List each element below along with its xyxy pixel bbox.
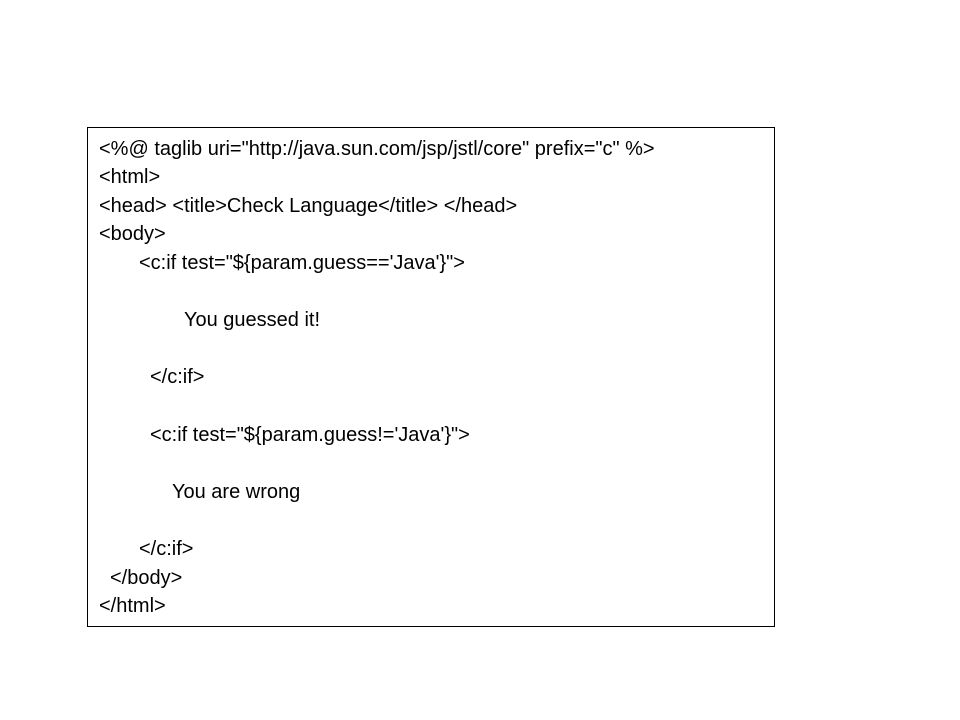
code-line-guessed-text: You guessed it! (184, 309, 321, 331)
code-line-head: <head> <title>Check Language</title> </h… (99, 195, 518, 217)
code-line-wrong-text: You are wrong (172, 481, 301, 503)
code-listing-box: <%@ taglib uri="http://java.sun.com/jsp/… (87, 127, 775, 627)
code-line-taglib-directive: <%@ taglib uri="http://java.sun.com/jsp/… (99, 138, 655, 160)
code-line-if-close: </c:if> (150, 366, 205, 388)
code-line-if-equal-open: <c:if test="${param.guess=='Java'}"> (139, 252, 465, 274)
code-line-body-close: </body> (110, 567, 183, 589)
code-line-if-notequal-open: <c:if test="${param.guess!='Java'}"> (150, 424, 470, 446)
code-line-html-open: <html> (99, 166, 161, 188)
code-line-body-open: <body> (99, 223, 166, 245)
code-line-html-close: </html> (99, 595, 166, 617)
code-line-if-close: </c:if> (139, 538, 194, 560)
